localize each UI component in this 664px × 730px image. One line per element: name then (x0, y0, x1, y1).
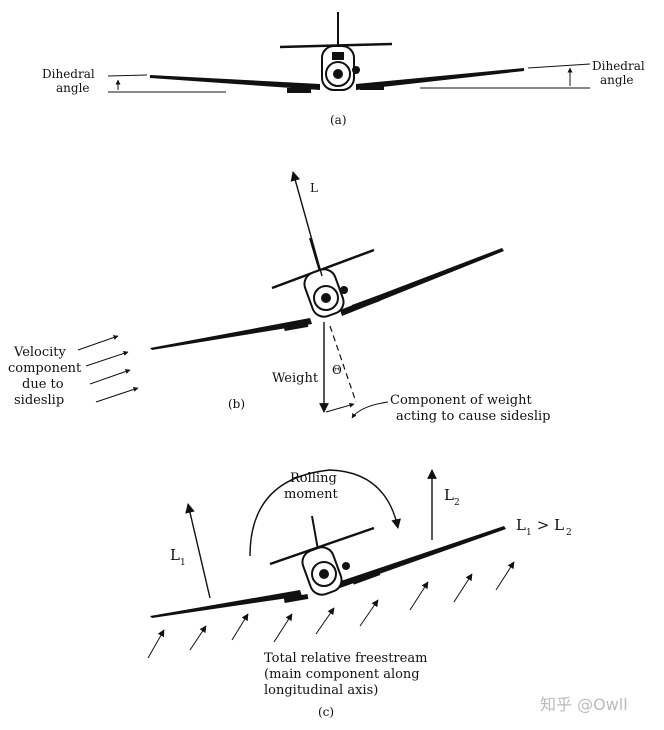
l1-subscript: 1 (180, 558, 186, 568)
sideslip-component-arrow (325, 402, 355, 413)
velocity-label-3: due to (22, 377, 64, 392)
lift-label-b: L (310, 181, 318, 195)
dihedral-label-right-2: angle (600, 73, 634, 87)
velocity-label-2: component (8, 361, 82, 376)
component-label-1: Component of weight (390, 393, 532, 408)
velocity-label-1: Velocity (13, 345, 67, 360)
dihedral-label-left-1: Dihedral (42, 67, 95, 81)
rolling-label-2: moment (284, 487, 339, 502)
lift-vector-b (290, 171, 323, 277)
wing-extension-left (107, 74, 148, 77)
compare-l2-subscript: 2 (566, 528, 572, 538)
watermark: 知乎 @Owll (540, 695, 628, 714)
weight-decomposition-line (329, 325, 357, 403)
weight-label: Weight (272, 371, 319, 386)
freestream-label-3: longitudinal axis) (264, 683, 378, 698)
panel-c: Rolling moment L 1 L 2 L 1 > L 2 Total r… (147, 469, 572, 719)
caption-c: (c) (318, 705, 334, 719)
caption-b: (b) (228, 397, 245, 411)
compare-operator: > L (532, 516, 564, 534)
sideslip-velocity-arrows (77, 335, 139, 403)
compare-l1-subscript: 1 (526, 528, 532, 538)
freestream-label-1: Total relative freestream (264, 651, 427, 666)
theta-label: Θ (332, 363, 342, 377)
rolling-label-1: Rolling (290, 471, 337, 486)
freestream-label-2: (main component along (264, 667, 420, 682)
dihedral-label-left-2: angle (56, 81, 90, 95)
rolling-moment-arc (249, 469, 401, 557)
dihedral-label-right-1: Dihedral (592, 59, 645, 73)
lift-vector-l1 (185, 503, 211, 599)
panel-b: L Weight Θ Velocity component due to sid… (8, 171, 550, 424)
compare-l1: L (516, 516, 526, 534)
velocity-label-4: sideslip (14, 393, 64, 408)
aircraft-front-view-b (150, 237, 504, 350)
caption-a: (a) (330, 113, 347, 127)
l2-label: L (444, 486, 454, 504)
component-label-2: acting to cause sideslip (396, 409, 550, 424)
panel-a: Dihedral angle Dihedral angle (a) (42, 12, 645, 127)
wing-extension-right (527, 63, 591, 69)
component-pointer (351, 401, 389, 419)
l2-subscript: 2 (454, 498, 460, 508)
aircraft-front-view-c (150, 515, 506, 618)
aircraft-front-view-a (149, 12, 525, 93)
freestream-arrows (147, 561, 515, 659)
l1-label: L (170, 546, 180, 564)
